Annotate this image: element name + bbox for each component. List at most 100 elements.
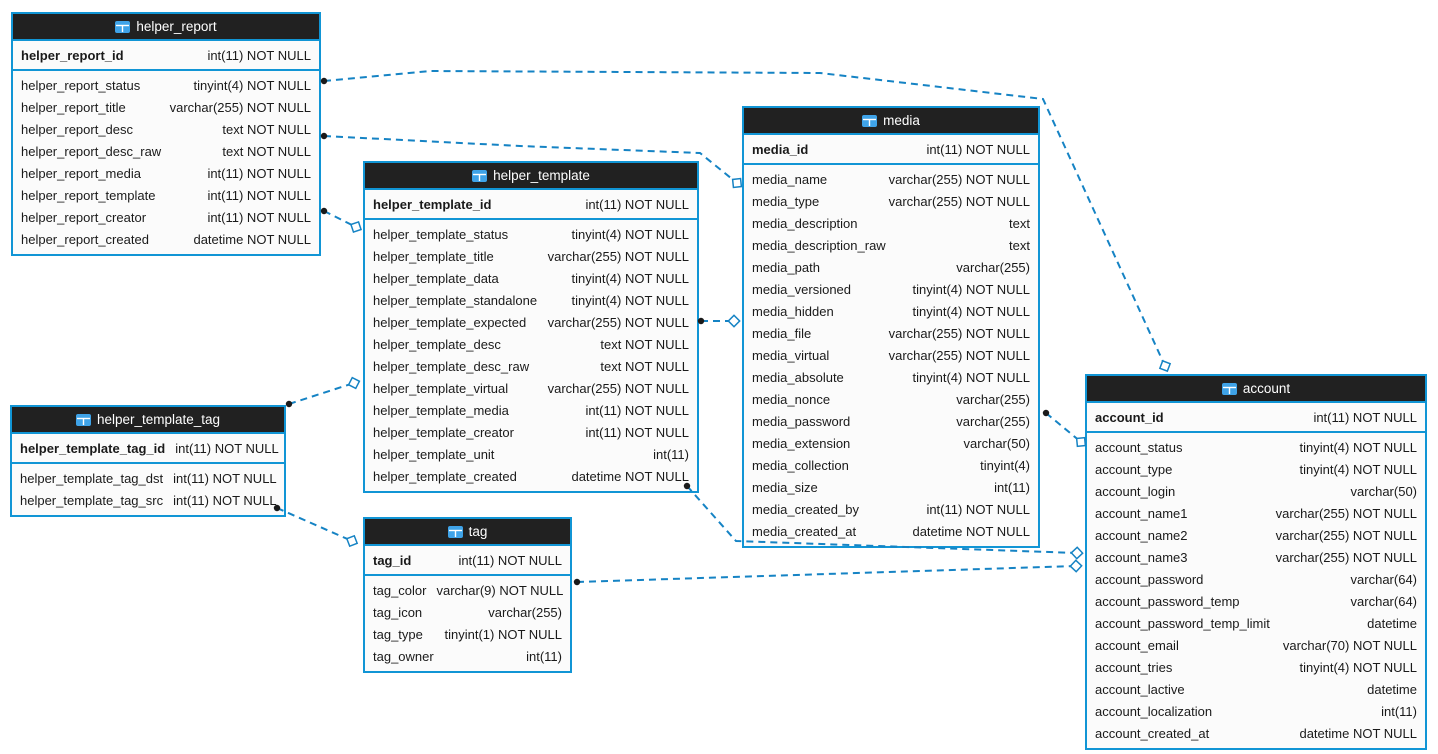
column-name: helper_template_unit — [373, 446, 495, 462]
relationship-line[interactable] — [1045, 412, 1082, 443]
relationship-helper_report-to-helper_template[interactable] — [320, 207, 363, 234]
column-name: helper_report_desc_raw — [21, 143, 162, 159]
column-type: varchar(255) NOT NULL — [1275, 527, 1417, 543]
table-header[interactable]: helper_template — [365, 163, 697, 190]
column-name: helper_template_media — [373, 402, 509, 418]
table-header[interactable]: media — [744, 108, 1038, 135]
relationship-helper_template_tag-to-helper_template[interactable] — [285, 376, 361, 408]
column-type: datetime — [1367, 681, 1417, 697]
table-header[interactable]: tag — [365, 519, 570, 546]
table-header[interactable]: account — [1087, 376, 1425, 403]
table-header[interactable]: helper_template_tag — [12, 407, 284, 434]
column-type: varchar(255) — [956, 413, 1030, 429]
relationship-line[interactable] — [323, 210, 357, 228]
column-name: account_email — [1095, 637, 1179, 653]
table-icon — [1221, 382, 1237, 395]
table-header[interactable]: helper_report — [13, 14, 319, 41]
column-type: varchar(255) NOT NULL — [888, 193, 1030, 209]
relationship-line[interactable] — [288, 382, 355, 405]
column-type: datetime NOT NULL — [912, 523, 1030, 539]
relationship-helper_template-to-media[interactable] — [697, 314, 741, 328]
column-name: helper_template_tag_id — [20, 440, 166, 456]
relationship-line[interactable] — [276, 507, 353, 542]
column-name: media_hidden — [752, 303, 834, 319]
relation-source-dot — [320, 77, 328, 85]
column-name: helper_template_desc_raw — [373, 358, 530, 374]
relationship-helper_template_tag-to-tag[interactable] — [273, 504, 359, 548]
relationship-media-to-account[interactable] — [1042, 409, 1087, 448]
relationship-tag-to-account[interactable] — [573, 559, 1083, 586]
relationship-line[interactable] — [576, 565, 1077, 583]
